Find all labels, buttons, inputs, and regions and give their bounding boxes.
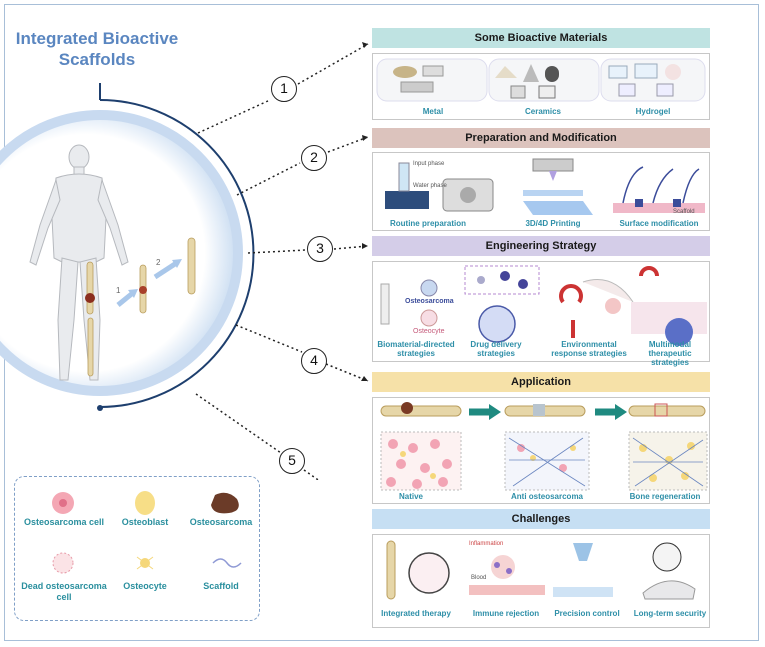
integrated-therapy-icon <box>386 540 450 600</box>
prep-label-printing: 3D/4D Printing <box>525 219 581 228</box>
legend-box: Osteosarcoma cell Osteoblast Osteosarcom… <box>14 476 260 621</box>
environmental-response-icon <box>559 279 634 338</box>
label-scaffold: Scaffold <box>673 209 695 215</box>
eng-label-environmental: Environmental response strategies <box>551 340 627 358</box>
label-osteocyte: Osteocyte <box>413 328 445 335</box>
section-challenges-panel: Inflammation Blood Integrated therapy Im… <box>372 534 710 628</box>
section-preparation-header: Preparation and Modification <box>372 128 710 148</box>
eng-label-drug: Drug delivery strategies <box>470 340 522 358</box>
tumor-site-icon <box>85 293 95 303</box>
step-marker-4: 4 <box>301 348 327 374</box>
ceramics-icon <box>495 64 559 99</box>
prep-label-routine: Routine preparation <box>389 219 466 228</box>
label-input-phase: Input phase <box>413 161 445 167</box>
regenerated-bone-icon <box>628 403 706 417</box>
legend-label-scaffold: Scaffold <box>203 581 239 591</box>
challenge-label-integrated: Integrated therapy <box>381 609 451 618</box>
routine-preparation-icon <box>385 162 494 212</box>
engineering-illustration <box>380 265 707 346</box>
material-label-hydrogel: Hydrogel <box>635 107 671 116</box>
osteocyte-icon <box>136 556 154 570</box>
legend-icons <box>52 491 242 574</box>
app-label-native: Native <box>398 492 423 501</box>
scaffold-icon <box>212 558 242 568</box>
legend-label-osteocyte: Osteocyte <box>123 581 167 591</box>
section-materials-panel: Metal Ceramics Hydrogel <box>372 53 710 120</box>
step-marker-1: 1 <box>271 76 297 102</box>
legend-label-osteoblast: Osteoblast <box>121 517 169 527</box>
section-application-panel: Native Anti osteosarcoma Bone regenerati… <box>372 397 710 504</box>
tumor-bone-icon <box>139 264 147 314</box>
hydrogel-icon <box>608 63 681 97</box>
dead-cell-icon <box>52 552 74 574</box>
multimodal-therapy-icon <box>631 266 707 346</box>
long-term-security-icon <box>642 542 696 600</box>
immune-rejection-icon <box>469 555 545 595</box>
material-label-ceramics: Ceramics <box>524 107 562 116</box>
healed-bone-icon <box>187 237 196 295</box>
legend-label-osteosarcoma: Osteosarcoma <box>189 517 253 527</box>
printing-icon <box>523 158 593 215</box>
section-application-header: Application <box>372 372 710 392</box>
metal-icon <box>393 65 444 93</box>
section-materials-header: Some Bioactive Materials <box>372 28 710 48</box>
eng-label-biomaterial: Biomaterial-directed strategies <box>377 340 455 358</box>
arrow-2-icon <box>153 259 180 280</box>
connector-lines <box>195 43 369 480</box>
step-marker-2: 2 <box>301 145 327 171</box>
challenge-label-precision: Precision control <box>554 609 620 618</box>
section-preparation-panel: Input phase Water phase Scaffold Routine… <box>372 152 710 231</box>
section-engineering-panel: Osteosarcoma Osteocyte Biomaterial-direc… <box>372 261 710 367</box>
label-water-phase: Water phase <box>413 183 447 189</box>
section-challenges-header: Challenges <box>372 509 710 529</box>
step-marker-3: 3 <box>307 236 333 262</box>
section-engineering-header: Engineering Strategy <box>372 236 710 256</box>
challenge-label-immune: Immune rejection <box>472 609 540 618</box>
challenges-illustration <box>386 540 696 600</box>
challenge-label-security: Long-term security <box>633 609 707 618</box>
application-illustration <box>380 402 708 491</box>
osteosarcoma-cell-icon <box>52 492 74 514</box>
precision-control-icon <box>553 543 613 597</box>
surface-modification-icon <box>613 166 705 213</box>
native-bone-icon <box>380 402 462 417</box>
biomaterial-directed-icon <box>380 279 438 327</box>
app-label-anti: Anti osteosarcoma <box>510 492 584 501</box>
label-blood: Blood <box>471 575 487 581</box>
prep-label-surface: Surface modification <box>619 219 699 228</box>
body-circle-graphic <box>0 42 369 480</box>
leg-bone-icon <box>86 261 94 377</box>
body-label-1: 1 <box>116 286 121 295</box>
eng-label-multimodal: Multimodal therapeutic strategies <box>648 340 692 367</box>
drug-delivery-icon <box>464 265 540 343</box>
step-marker-5: 5 <box>279 448 305 474</box>
body-label-2: 2 <box>156 258 161 267</box>
legend-label-osteosarcoma-cell: Osteosarcoma cell <box>23 517 105 527</box>
materials-illustration <box>376 58 706 102</box>
figure-title: Integrated Bioactive Scaffolds <box>15 29 179 69</box>
body-circle-arc <box>99 99 255 408</box>
osteosarcoma-tissue-icon <box>211 492 239 514</box>
material-label-metal: Metal <box>422 107 444 116</box>
preparation-illustration <box>385 158 705 215</box>
osteoblast-icon <box>135 491 155 515</box>
label-osteosarcoma: Osteosarcoma <box>405 298 454 305</box>
anti-osteosarcoma-bone-icon <box>504 404 586 417</box>
label-inflammation: Inflammation <box>469 541 504 547</box>
legend-label-dead-cell: Dead osteosarcoma cell <box>21 581 107 602</box>
app-label-regeneration: Bone regeneration <box>629 492 701 501</box>
